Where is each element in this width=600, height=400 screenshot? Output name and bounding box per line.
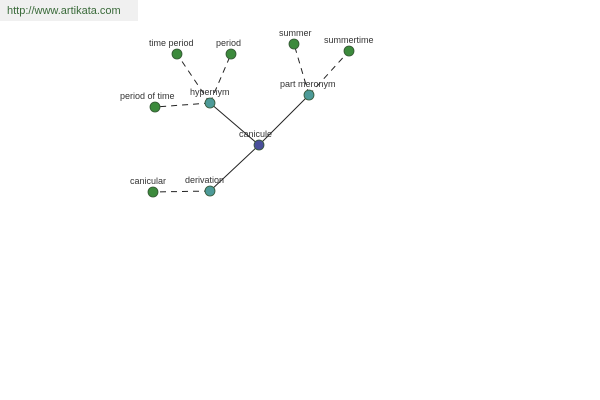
relation-label-part-meronym[interactable]: part meronym [280,79,336,89]
edge-hypernym-time-period [176,53,211,104]
edge-hypernym-period-of-time [154,102,211,108]
header-bar: http://www.artikata.com [0,0,138,21]
relation-label-hypernym[interactable]: hypernym [190,87,230,97]
center-label[interactable]: canicule [239,129,272,139]
word-label-period[interactable]: period [216,38,241,48]
edge-center-part-meronym [258,94,310,146]
word-node-summer[interactable] [288,38,300,50]
word-node-summertime[interactable] [343,45,355,57]
graph-nodes [147,38,355,198]
edge-derivation-canicular [152,190,211,193]
edge-hypernym-period [209,53,232,104]
graph-labels: canicule hypernym part meronym derivation ti… [120,28,374,186]
graph-edges [152,43,350,193]
site-url[interactable]: http://www.artikata.com [7,5,121,17]
word-node-period-of-time[interactable] [149,101,161,113]
center-node-canicule[interactable] [253,139,265,151]
word-label-canicular[interactable]: canicular [130,176,166,186]
relation-node-hypernym[interactable] [204,97,216,109]
relation-label-derivation[interactable]: derivation [185,175,224,185]
word-label-time-period[interactable]: time period [149,38,194,48]
edge-center-derivation [209,144,260,192]
word-node-canicular[interactable] [147,186,159,198]
word-node-time-period[interactable] [171,48,183,60]
word-node-period[interactable] [225,48,237,60]
edge-part-meronym-summer [293,43,310,96]
relation-node-part-meronym[interactable] [303,89,315,101]
word-label-summertime[interactable]: summertime [324,35,374,45]
relation-node-derivation[interactable] [204,185,216,197]
word-label-summer[interactable]: summer [279,28,312,38]
word-label-period-of-time[interactable]: period of time [120,91,175,101]
edge-center-hypernym [209,102,260,146]
edge-part-meronym-summertime [308,50,350,96]
